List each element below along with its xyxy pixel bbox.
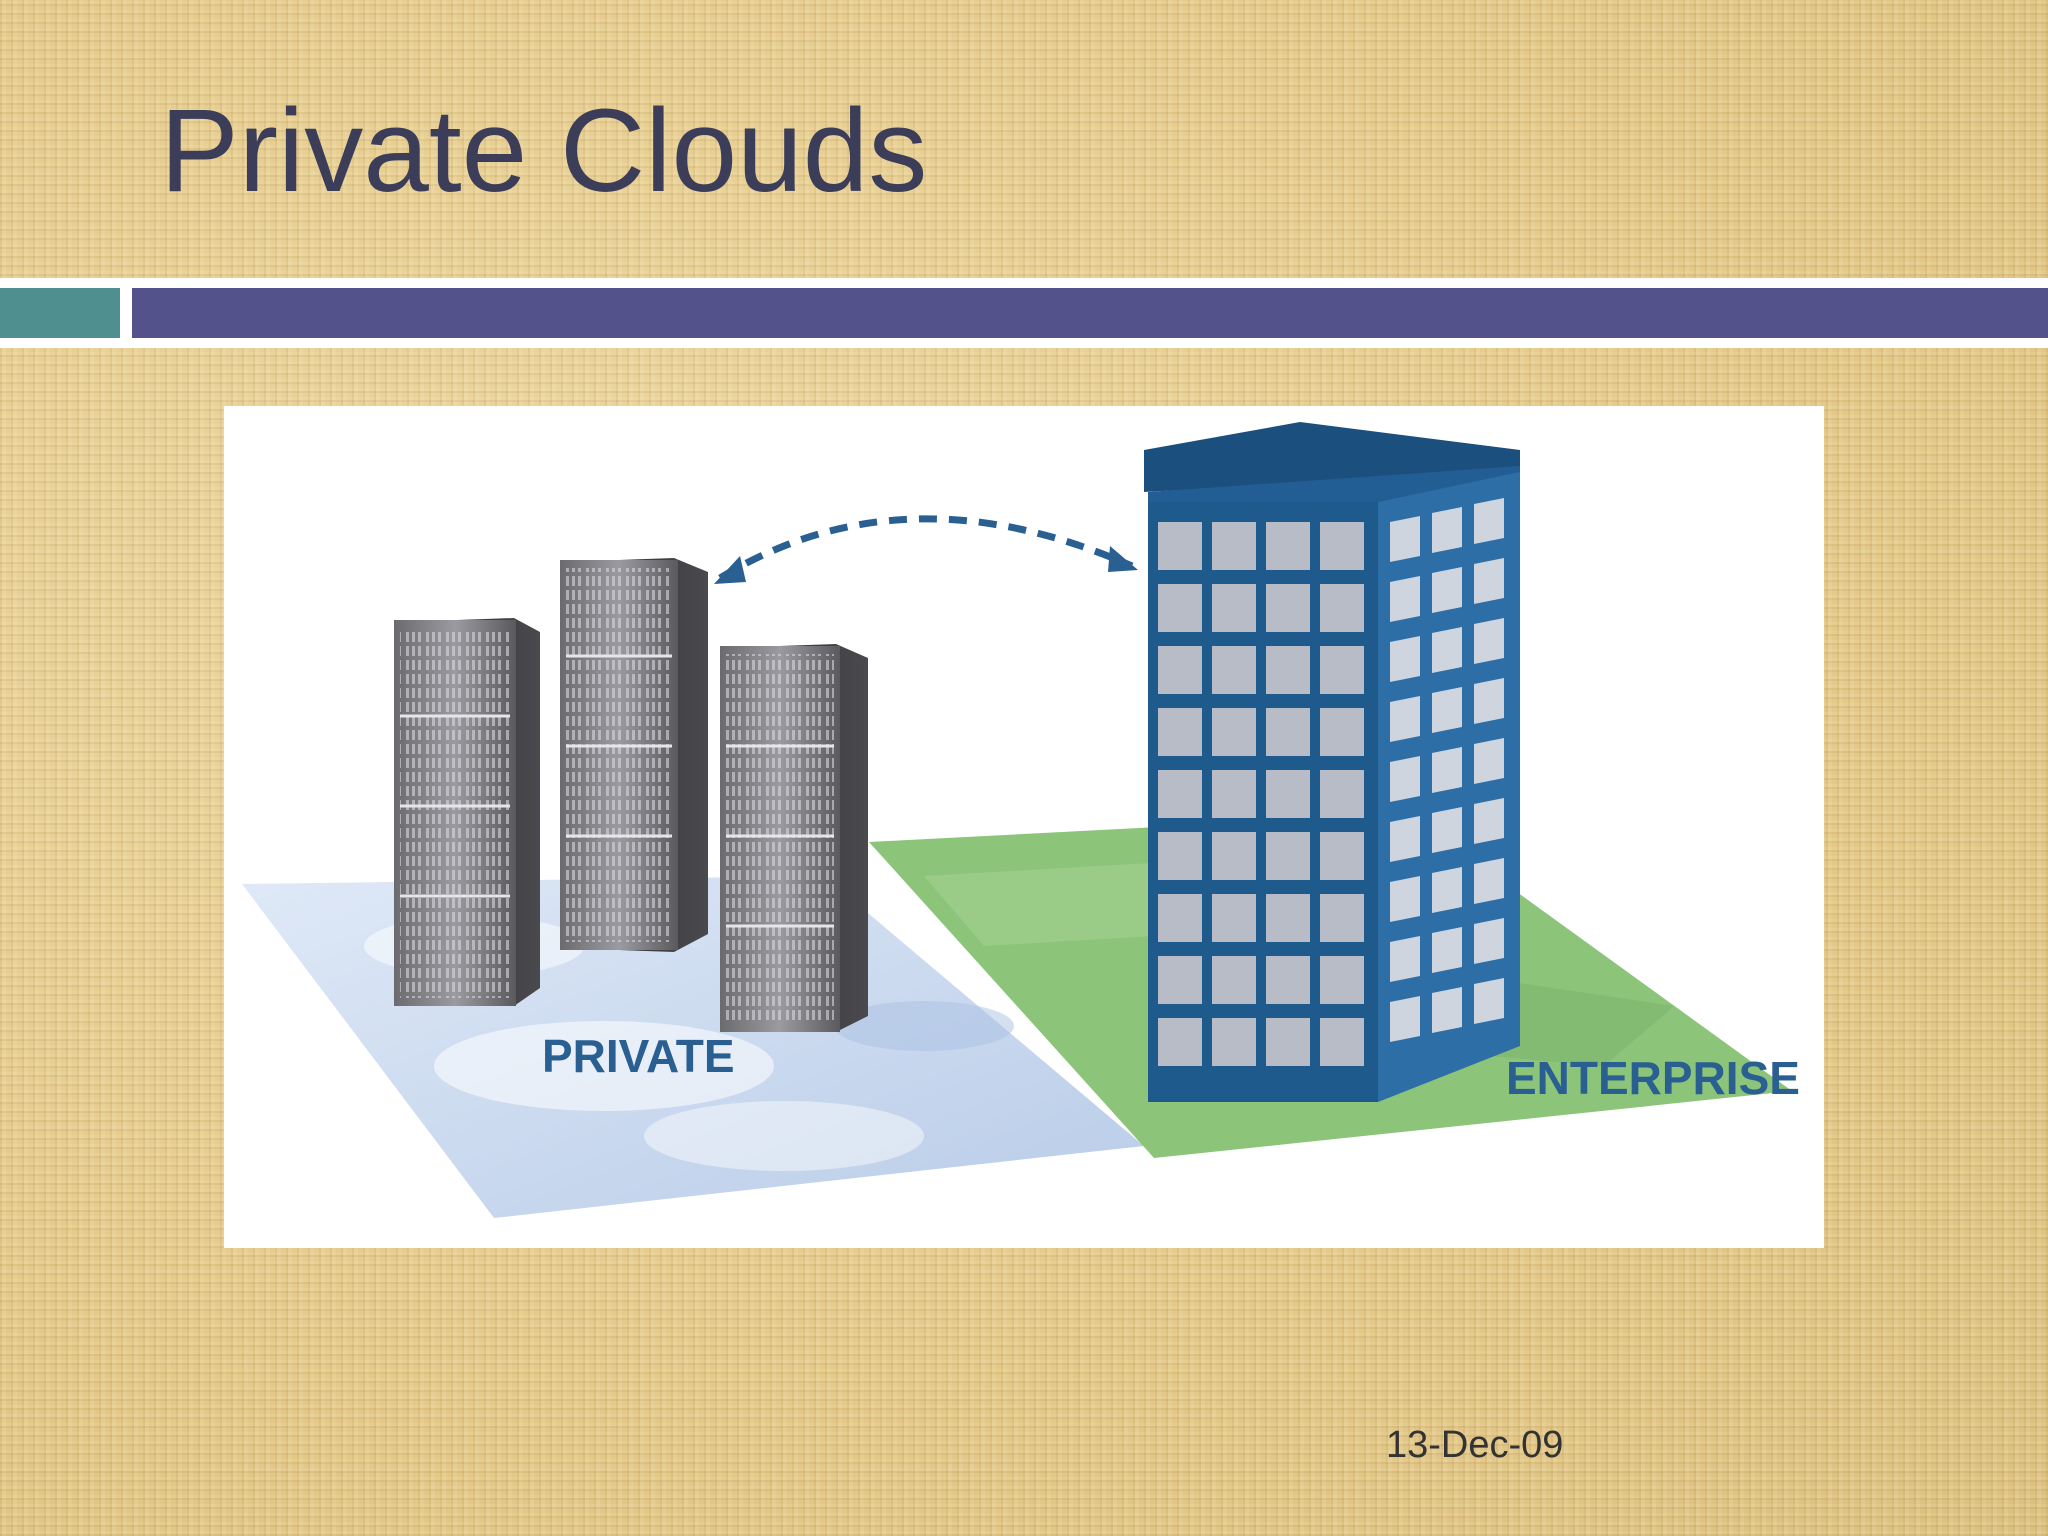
private-cloud-illustration: (function(){ var g = document.currentScr… [242,422,1800,1218]
building-window [1320,894,1364,942]
building-window [1212,832,1256,880]
building-window [1432,687,1462,733]
building-window [1320,522,1364,570]
building-window [1266,956,1310,1004]
building-window [1158,584,1202,632]
building-window [1266,522,1310,570]
building-window [1266,1018,1310,1066]
slide-title: Private Clouds [160,85,928,217]
building-window [1390,936,1420,982]
building-window [1320,584,1364,632]
server-rack-2 [560,558,708,952]
building-window [1266,646,1310,694]
building-window [1474,498,1504,544]
building-window [1212,956,1256,1004]
building-window [1432,627,1462,673]
building-window [1320,646,1364,694]
building-front-windows: (function(){ var g = document.currentScr… [1158,522,1364,1066]
server-rack-3 [720,644,868,1032]
building-window [1474,678,1504,724]
building-window [1432,867,1462,913]
building-window [1390,576,1420,622]
building-window [1266,770,1310,818]
building-window [1212,708,1256,756]
building-window [1320,1018,1364,1066]
building-window [1474,618,1504,664]
building-window [1320,708,1364,756]
building-window [1158,832,1202,880]
building-window [1474,558,1504,604]
title-divider-accent-purple [132,288,2048,338]
building-window [1390,876,1420,922]
building-window [1212,522,1256,570]
building-window [1474,978,1504,1024]
building-window [1432,567,1462,613]
building-window [1474,918,1504,964]
building-window [1158,646,1202,694]
private-cloud-figure: (function(){ var g = document.currentScr… [224,406,1824,1248]
building-window [1432,747,1462,793]
building-window [1266,832,1310,880]
building-window [1390,516,1420,562]
building-window [1212,894,1256,942]
enterprise-building: (function(){ var g = document.currentScr… [1144,422,1520,1102]
building-window [1158,894,1202,942]
private-label: PRIVATE [542,1030,735,1082]
building-window [1320,770,1364,818]
building-window [1266,584,1310,632]
server-rack-1 [394,618,540,1006]
title-divider-accent-teal [0,288,120,338]
building-window [1266,894,1310,942]
enterprise-label: ENTERPRISE [1506,1052,1800,1104]
building-window [1390,636,1420,682]
building-window [1320,956,1364,1004]
building-window [1390,756,1420,802]
building-window [1474,858,1504,904]
building-side-windows: (function(){ var g = document.currentScr… [1390,498,1504,1042]
building-window [1212,1018,1256,1066]
building-window [1158,708,1202,756]
building-window [1390,816,1420,862]
building-window [1158,522,1202,570]
slide-date: 13-Dec-09 [1386,1424,1564,1466]
building-window [1432,507,1462,553]
building-window [1432,807,1462,853]
building-window [1390,996,1420,1042]
building-window [1158,770,1202,818]
building-window [1390,696,1420,742]
building-window [1212,646,1256,694]
building-window [1432,987,1462,1033]
building-window [1474,738,1504,784]
building-window [1212,584,1256,632]
building-window [1320,832,1364,880]
building-window [1158,956,1202,1004]
building-window [1212,770,1256,818]
building-window [1474,798,1504,844]
building-window [1432,927,1462,973]
building-window [1158,1018,1202,1066]
building-window [1266,708,1310,756]
connection-arrow [714,515,1138,584]
